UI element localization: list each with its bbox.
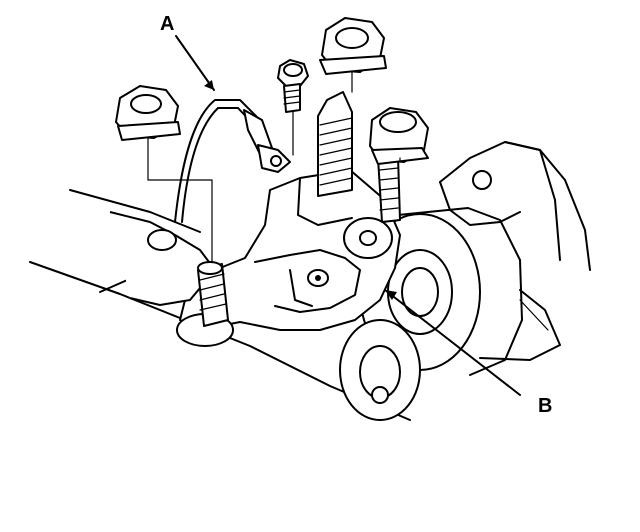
ground-cable — [174, 99, 291, 223]
flange-nut-top — [319, 17, 387, 75]
label-a: A — [160, 13, 174, 35]
small-bolt — [277, 59, 309, 113]
flange-nut-left — [115, 85, 181, 141]
callout-b: B — [384, 289, 552, 417]
mount-post — [109, 211, 216, 306]
flange-bolt — [369, 107, 429, 223]
alignment-lines — [147, 71, 401, 263]
label-b: B — [538, 395, 552, 417]
callout-a: A — [160, 13, 215, 91]
pulley-assembly — [339, 207, 523, 421]
lower-stud — [197, 261, 229, 327]
threaded-stud — [317, 91, 353, 197]
